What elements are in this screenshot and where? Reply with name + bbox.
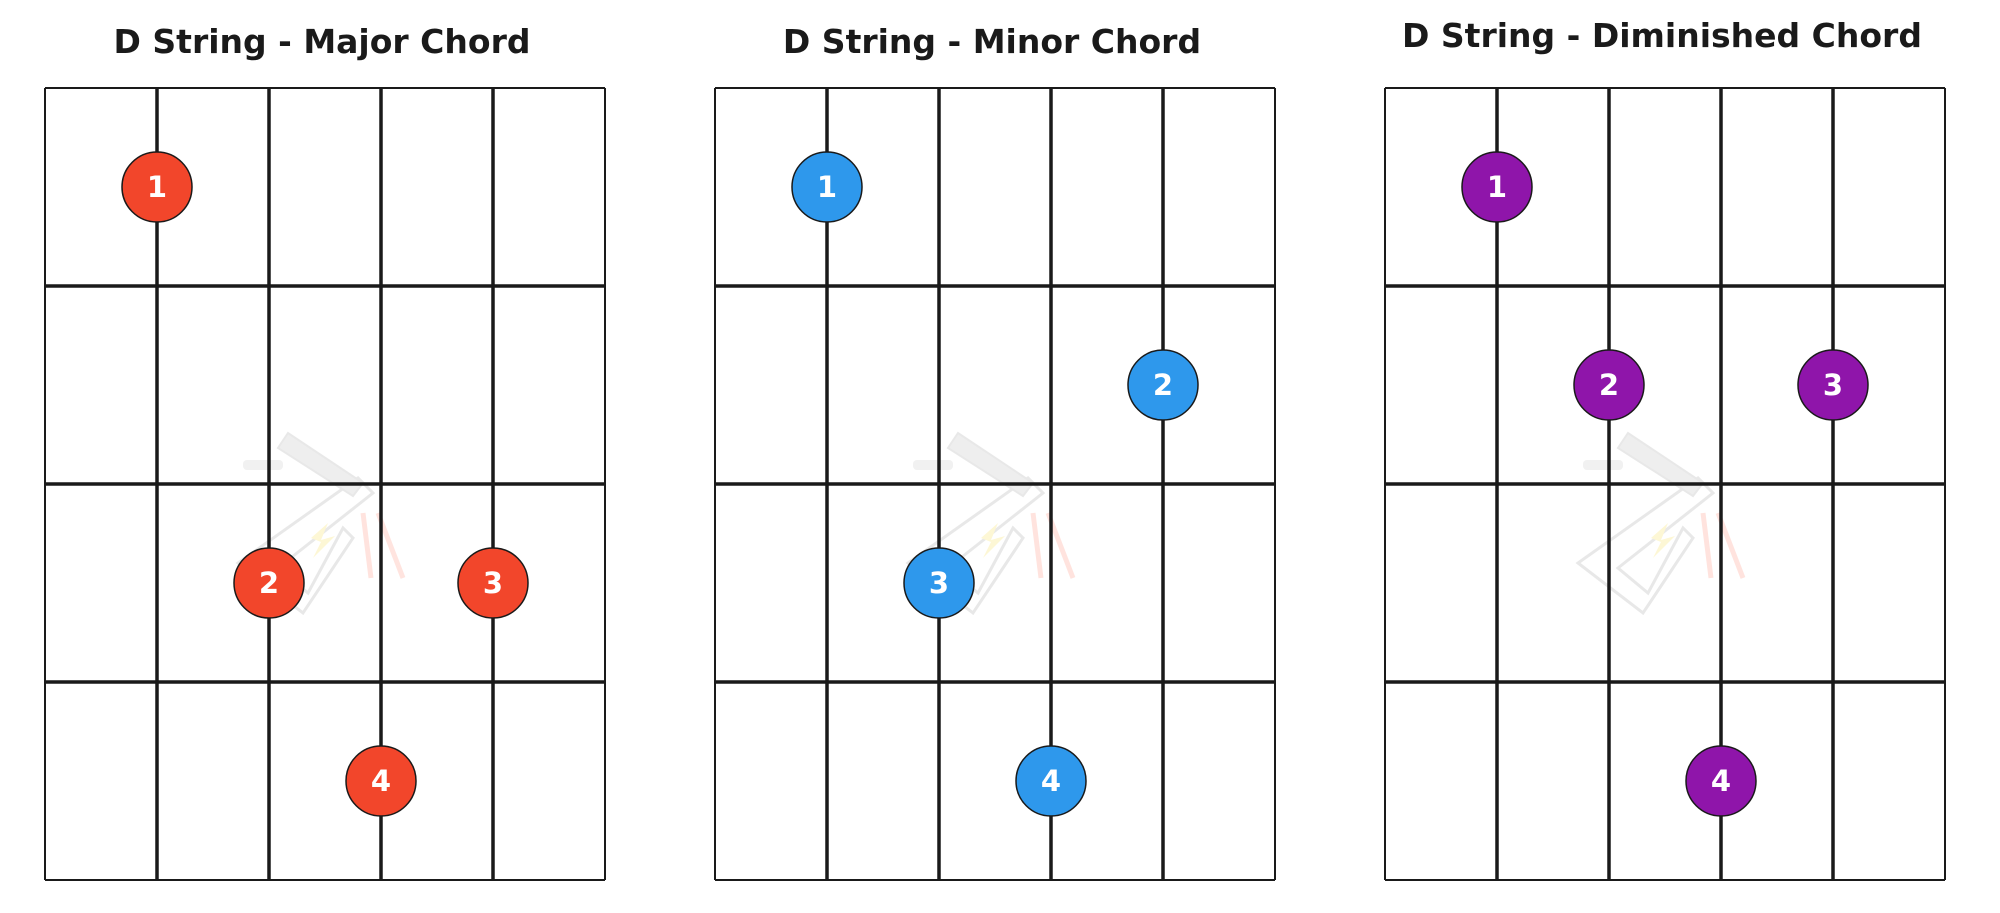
finger-dot: 3: [1797, 349, 1869, 421]
electric-guitar-icon: [1575, 431, 1746, 616]
chord-diagram-major: D String - Major Chord 1 2 3 4: [44, 22, 606, 881]
finger-label: 3: [483, 566, 503, 600]
finger-dot-circle: [903, 547, 975, 619]
finger-dot-circle: [121, 151, 193, 223]
finger-dot: 4: [1015, 745, 1087, 817]
finger-dot-circle: [791, 151, 863, 223]
finger-dot-circle: [457, 547, 529, 619]
finger-dot-circle: [233, 547, 305, 619]
finger-label: 4: [371, 764, 391, 798]
finger-dot: 4: [1685, 745, 1757, 817]
finger-dot-circle: [1015, 745, 1087, 817]
chord-diagram-minor: D String - Minor Chord 1 2 3 4: [714, 22, 1276, 881]
finger-dot: 2: [1573, 349, 1645, 421]
diagram-title-diminished: D String - Diminished Chord: [1402, 16, 1922, 55]
finger-label: 2: [1153, 368, 1173, 402]
finger-dot: 1: [791, 151, 863, 223]
finger-dot-circle: [345, 745, 417, 817]
finger-dot-circle: [1797, 349, 1869, 421]
finger-dot: 1: [1461, 151, 1533, 223]
chord-diagram-diminished: D String - Diminished Chord 1 2 3 4: [1384, 16, 1946, 881]
fretboard-grid: [44, 87, 606, 881]
finger-dot: 3: [903, 547, 975, 619]
finger-label: 2: [1599, 368, 1619, 402]
finger-label: 4: [1711, 764, 1731, 798]
finger-label: 3: [1823, 368, 1843, 402]
finger-label: 1: [1487, 170, 1507, 204]
finger-label: 1: [147, 170, 167, 204]
finger-label: 3: [929, 566, 949, 600]
diagram-title-major: D String - Major Chord: [114, 22, 531, 61]
finger-dot-circle: [1127, 349, 1199, 421]
finger-label: 2: [259, 566, 279, 600]
electric-guitar-icon: [235, 431, 406, 616]
finger-dot-circle: [1573, 349, 1645, 421]
finger-dot: 3: [457, 547, 529, 619]
finger-dot: 1: [121, 151, 193, 223]
diagram-title-minor: D String - Minor Chord: [783, 22, 1201, 61]
finger-dot-circle: [1461, 151, 1533, 223]
finger-dot: 4: [345, 745, 417, 817]
finger-label: 1: [817, 170, 837, 204]
finger-dot: 2: [233, 547, 305, 619]
finger-dot-circle: [1685, 745, 1757, 817]
finger-dot: 2: [1127, 349, 1199, 421]
finger-label: 4: [1041, 764, 1061, 798]
